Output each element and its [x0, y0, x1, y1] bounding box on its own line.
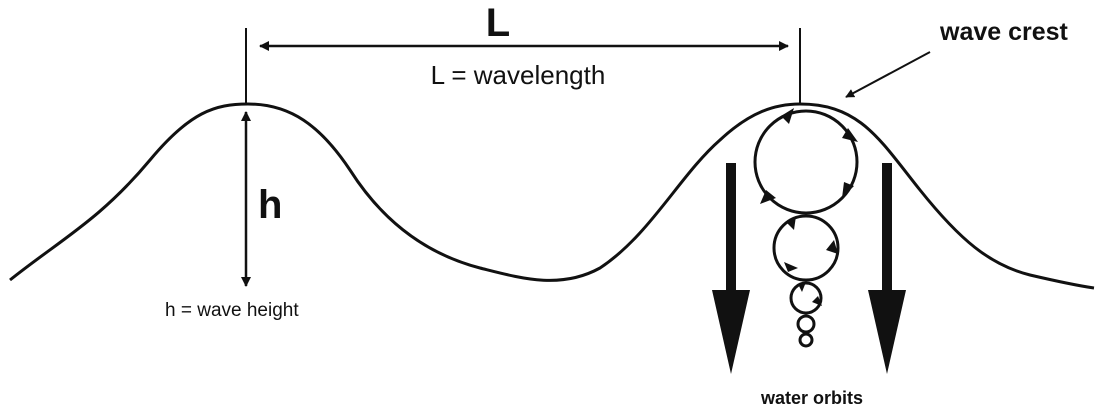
downward-arrows [712, 163, 906, 374]
crest-pointer-arrow [845, 51, 931, 98]
orbit-2 [772, 214, 840, 282]
height-symbol: h [258, 183, 282, 227]
height-definition: h = wave height [165, 300, 299, 321]
water-orbits-label: water orbits [760, 388, 863, 408]
orbit-2-arrowhead-bottom [784, 262, 798, 272]
orbit-1-arrowhead-bottom-right [842, 182, 854, 198]
wavelength-symbol: L [486, 1, 510, 45]
orbit-3 [789, 281, 823, 315]
right-down-arrow-shaft [882, 163, 892, 295]
left-down-arrow-shaft [726, 163, 736, 295]
orbit-1-arrowhead-top [781, 108, 794, 124]
orbit-circles [753, 109, 859, 348]
right-down-arrow-head [868, 290, 906, 374]
orbit-3-arrowhead-right [812, 296, 822, 306]
orbit-arrowheads [760, 108, 858, 306]
orbit-1-arrowhead-bottom-left [760, 190, 776, 204]
orbit-1 [753, 109, 859, 215]
orbit-5 [798, 332, 814, 348]
left-down-arrow-head [712, 290, 750, 374]
wave-profile [9, 102, 1095, 290]
orbit-2-arrowhead-right [826, 240, 838, 254]
orbit-2-arrowhead-top [786, 216, 796, 230]
wavelength-definition: L = wavelength [431, 60, 606, 90]
orbit-3-arrowhead-top [798, 282, 806, 292]
wave-crest-label: wave crest [939, 18, 1069, 46]
orbit-1-arrowhead-right [842, 128, 858, 142]
orbit-4 [796, 314, 816, 334]
